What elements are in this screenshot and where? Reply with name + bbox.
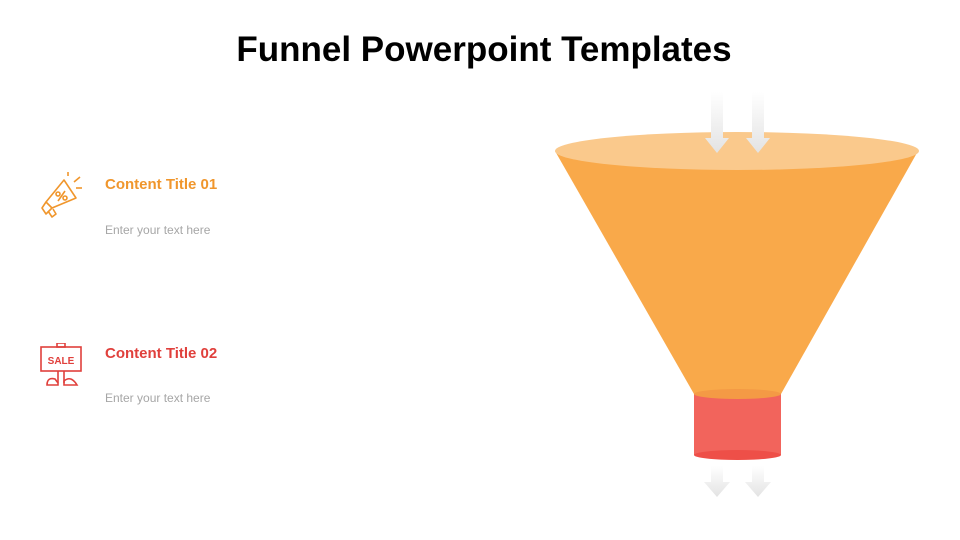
content-title-02: Content Title 02 <box>105 345 218 362</box>
content-text-01: Enter your text here <box>105 223 211 237</box>
output-arrow-2 <box>745 466 771 497</box>
page-title: Funnel Powerpoint Templates <box>236 30 732 69</box>
funnel-neck <box>694 394 781 455</box>
funnel-cone <box>555 151 918 394</box>
funnel-neck-top <box>694 389 781 399</box>
funnel-top <box>555 132 919 170</box>
input-arrow-1 <box>705 92 729 153</box>
sale-sign-icon: SALE <box>40 343 82 386</box>
content-text-02: Enter your text here <box>105 391 211 405</box>
svg-text:SALE: SALE <box>48 356 75 367</box>
megaphone-percent-icon <box>41 172 82 218</box>
input-arrow-2 <box>746 92 770 153</box>
funnel-neck-bottom <box>694 450 781 460</box>
output-arrow-1 <box>704 466 730 497</box>
content-title-01: Content Title 01 <box>105 176 218 193</box>
